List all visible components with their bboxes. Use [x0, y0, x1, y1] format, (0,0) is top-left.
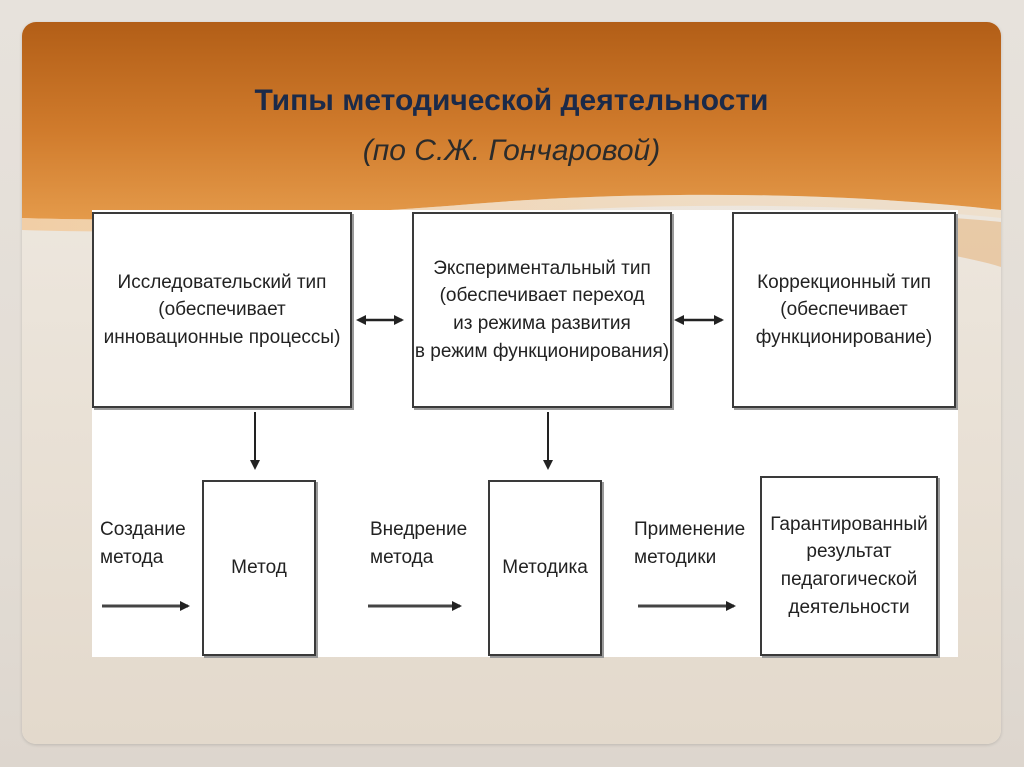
type-box-line: инновационные процессы): [103, 326, 341, 348]
result-box-line: педагогической: [780, 569, 918, 590]
type-box-experimental: Экспериментальный тип (обеспечивает пере…: [412, 212, 672, 408]
action-label-line: метода: [370, 546, 434, 568]
action-label-create-method: Создание метода: [100, 516, 186, 571]
type-box-line: (обеспечивает переход: [439, 285, 645, 307]
result-box-line: Методика: [502, 557, 588, 579]
type-box-line: (обеспечивает: [158, 299, 286, 321]
result-box-line: Гарантированный: [770, 513, 928, 535]
type-box-line: Коррекционный тип: [757, 271, 931, 293]
slide-subtitle: (по С.Ж. Гончаровой): [362, 134, 661, 167]
action-label-line: методики: [634, 546, 717, 568]
result-box-line: результат: [806, 541, 892, 563]
diagram: Исследовательский тип (обеспечивает инно…: [92, 210, 958, 657]
type-box-research: Исследовательский тип (обеспечивает инно…: [92, 212, 352, 408]
result-box-guaranteed-result: Гарантированный результат педагогической…: [760, 476, 938, 656]
type-box-correction: Коррекционный тип (обеспечивает функцион…: [732, 212, 956, 408]
action-label-line: Создание: [100, 519, 186, 540]
action-label-line: Применение: [634, 519, 746, 540]
action-label-line: метода: [100, 546, 164, 568]
type-box-line: функционирование): [755, 326, 933, 348]
result-box-line: Метод: [231, 557, 287, 579]
type-box-line: (обеспечивает: [780, 299, 908, 321]
type-box-line: Исследовательский тип: [117, 271, 327, 293]
slide-title: Типы методической деятельности: [254, 84, 769, 117]
result-box-line: деятельности: [788, 596, 910, 618]
diagram-arrows: [102, 315, 736, 611]
type-box-line: в режим функционирования): [414, 340, 670, 362]
action-label-line: Внедрение: [370, 519, 468, 540]
result-box-methodology: Методика: [488, 480, 602, 656]
type-box-line: из режима развития: [453, 313, 631, 334]
result-box-method: Метод: [202, 480, 316, 656]
action-label-apply-methodology: Применение методики: [634, 516, 745, 571]
action-label-implement-method: Внедрение метода: [370, 516, 467, 571]
type-box-line: Экспериментальный тип: [433, 257, 651, 279]
